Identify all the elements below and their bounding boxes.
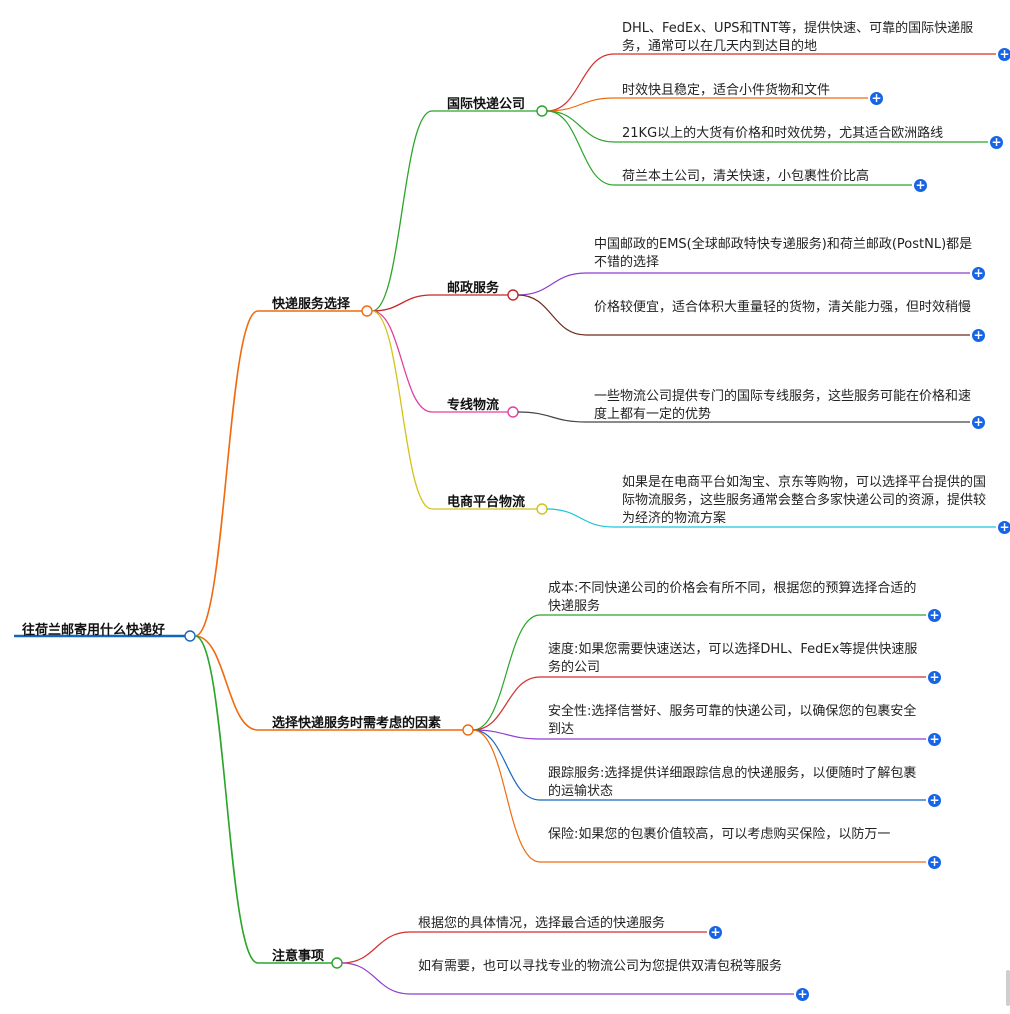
plus-circle-icon[interactable]: + <box>928 855 941 869</box>
plus-circle-icon[interactable]: + <box>998 47 1010 61</box>
branch-factors[interactable]: 选择快递服务时需考虑的因素 <box>272 716 442 731</box>
leaf-text: DHL、FedEx、UPS和TNT等，提供快速、可靠的国际快递服务，通常可以在几… <box>622 21 974 54</box>
sub-branch-2[interactable]: 专线物流 <box>447 398 500 413</box>
leaf-text: 成本:不同快递公司的价格会有所不同，根据您的预算选择合适的快递服务 <box>548 581 917 614</box>
scrollbar-thumb[interactable] <box>1006 970 1010 1006</box>
sub-branch-handle-0[interactable] <box>536 105 548 117</box>
sub-branch-handle-2[interactable] <box>507 406 519 418</box>
leaf-text: 一些物流公司提供专门的国际专线服务，这些服务可能在价格和速度上都有一定的优势 <box>594 389 972 422</box>
sub-branch-3[interactable]: 电商平台物流 <box>447 495 526 510</box>
branch-express-choice-handle[interactable] <box>361 305 373 317</box>
leaf-text: 21KG以上的大货有价格和时效优势，尤其适合欧洲路线 <box>622 126 944 141</box>
leaf-text: 荷兰本土公司，清关快速，小包裹性价比高 <box>622 169 870 184</box>
plus-circle-icon[interactable]: + <box>972 415 985 429</box>
plus-circle-icon[interactable]: + <box>870 91 883 105</box>
branch-factors-handle[interactable] <box>462 724 474 736</box>
plus-circle-icon[interactable]: + <box>928 670 941 684</box>
leaf-text: 安全性:选择信誉好、服务可靠的快递公司，以确保您的包裹安全到达 <box>548 704 917 737</box>
plus-circle-icon[interactable]: + <box>928 732 941 746</box>
branch-notes[interactable]: 注意事项 <box>272 949 325 964</box>
leaf-text: 跟踪服务:选择提供详细跟踪信息的快递服务，以便随时了解包裹的运输状态 <box>548 766 917 799</box>
root-node-handle[interactable] <box>184 630 196 642</box>
leaf-text: 速度:如果您需要快速送达，可以选择DHL、FedEx等提供快速服务的公司 <box>548 642 918 675</box>
plus-circle-icon[interactable]: + <box>990 135 1003 149</box>
leaf-text: 保险:如果您的包裹价值较高，可以考虑购买保险，以防万一 <box>548 827 891 842</box>
sub-branch-handle-3[interactable] <box>536 503 548 515</box>
plus-circle-icon[interactable]: + <box>928 793 941 807</box>
leaf-text: 中国邮政的EMS(全球邮政特快专递服务)和荷兰邮政(PostNL)都是不错的选择 <box>594 237 973 270</box>
leaf-text: 时效快且稳定，适合小件货物和文件 <box>622 83 831 98</box>
sub-branch-1[interactable]: 邮政服务 <box>447 281 500 296</box>
plus-circle-icon[interactable]: + <box>709 925 722 939</box>
root-node[interactable]: 往荷兰邮寄用什么快递好 <box>22 623 166 638</box>
plus-circle-icon[interactable]: + <box>998 520 1010 534</box>
branch-notes-handle[interactable] <box>331 957 343 969</box>
plus-circle-icon[interactable]: + <box>972 328 985 342</box>
plus-circle-icon[interactable]: + <box>928 608 941 622</box>
sub-branch-0[interactable]: 国际快递公司 <box>447 97 526 112</box>
leaf-text: 根据您的具体情况，选择最合适的快递服务 <box>418 916 666 931</box>
leaf-text: 价格较便宜，适合体积大重量轻的货物，清关能力强，但时效稍慢 <box>594 300 972 315</box>
branch-express-choice[interactable]: 快递服务选择 <box>272 297 351 312</box>
sub-branch-handle-1[interactable] <box>507 289 519 301</box>
plus-circle-icon[interactable]: + <box>796 987 809 1001</box>
plus-circle-icon[interactable]: + <box>914 178 927 192</box>
leaf-text: 如果是在电商平台如淘宝、京东等购物，可以选择平台提供的国际物流服务，这些服务通常… <box>622 475 987 526</box>
plus-circle-icon[interactable]: + <box>972 266 985 280</box>
leaf-text: 如有需要，也可以寻找专业的物流公司为您提供双清包税等服务 <box>418 959 783 974</box>
